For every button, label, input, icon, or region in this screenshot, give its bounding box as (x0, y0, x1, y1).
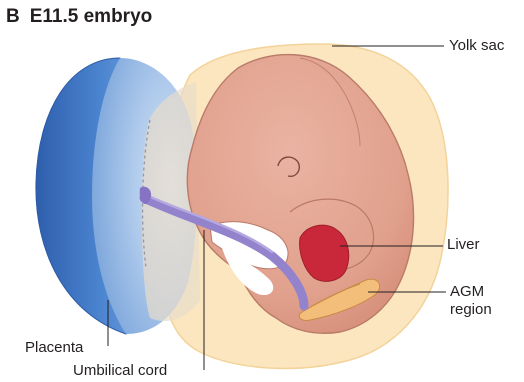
label-placenta: Placenta (25, 339, 83, 357)
label-umbilical-cord: Umbilical cord (73, 362, 167, 380)
label-liver: Liver (447, 236, 480, 254)
title-text: E11.5 embryo (30, 6, 153, 27)
label-agm-region: AGM region (450, 283, 492, 319)
label-agm-line1: AGM (450, 283, 492, 301)
label-yolk-sac: Yolk sac (449, 37, 504, 55)
panel-letter: B (6, 6, 20, 27)
label-agm-line2: region (450, 301, 492, 319)
panel-title: B E11.5 embryo (6, 6, 152, 28)
